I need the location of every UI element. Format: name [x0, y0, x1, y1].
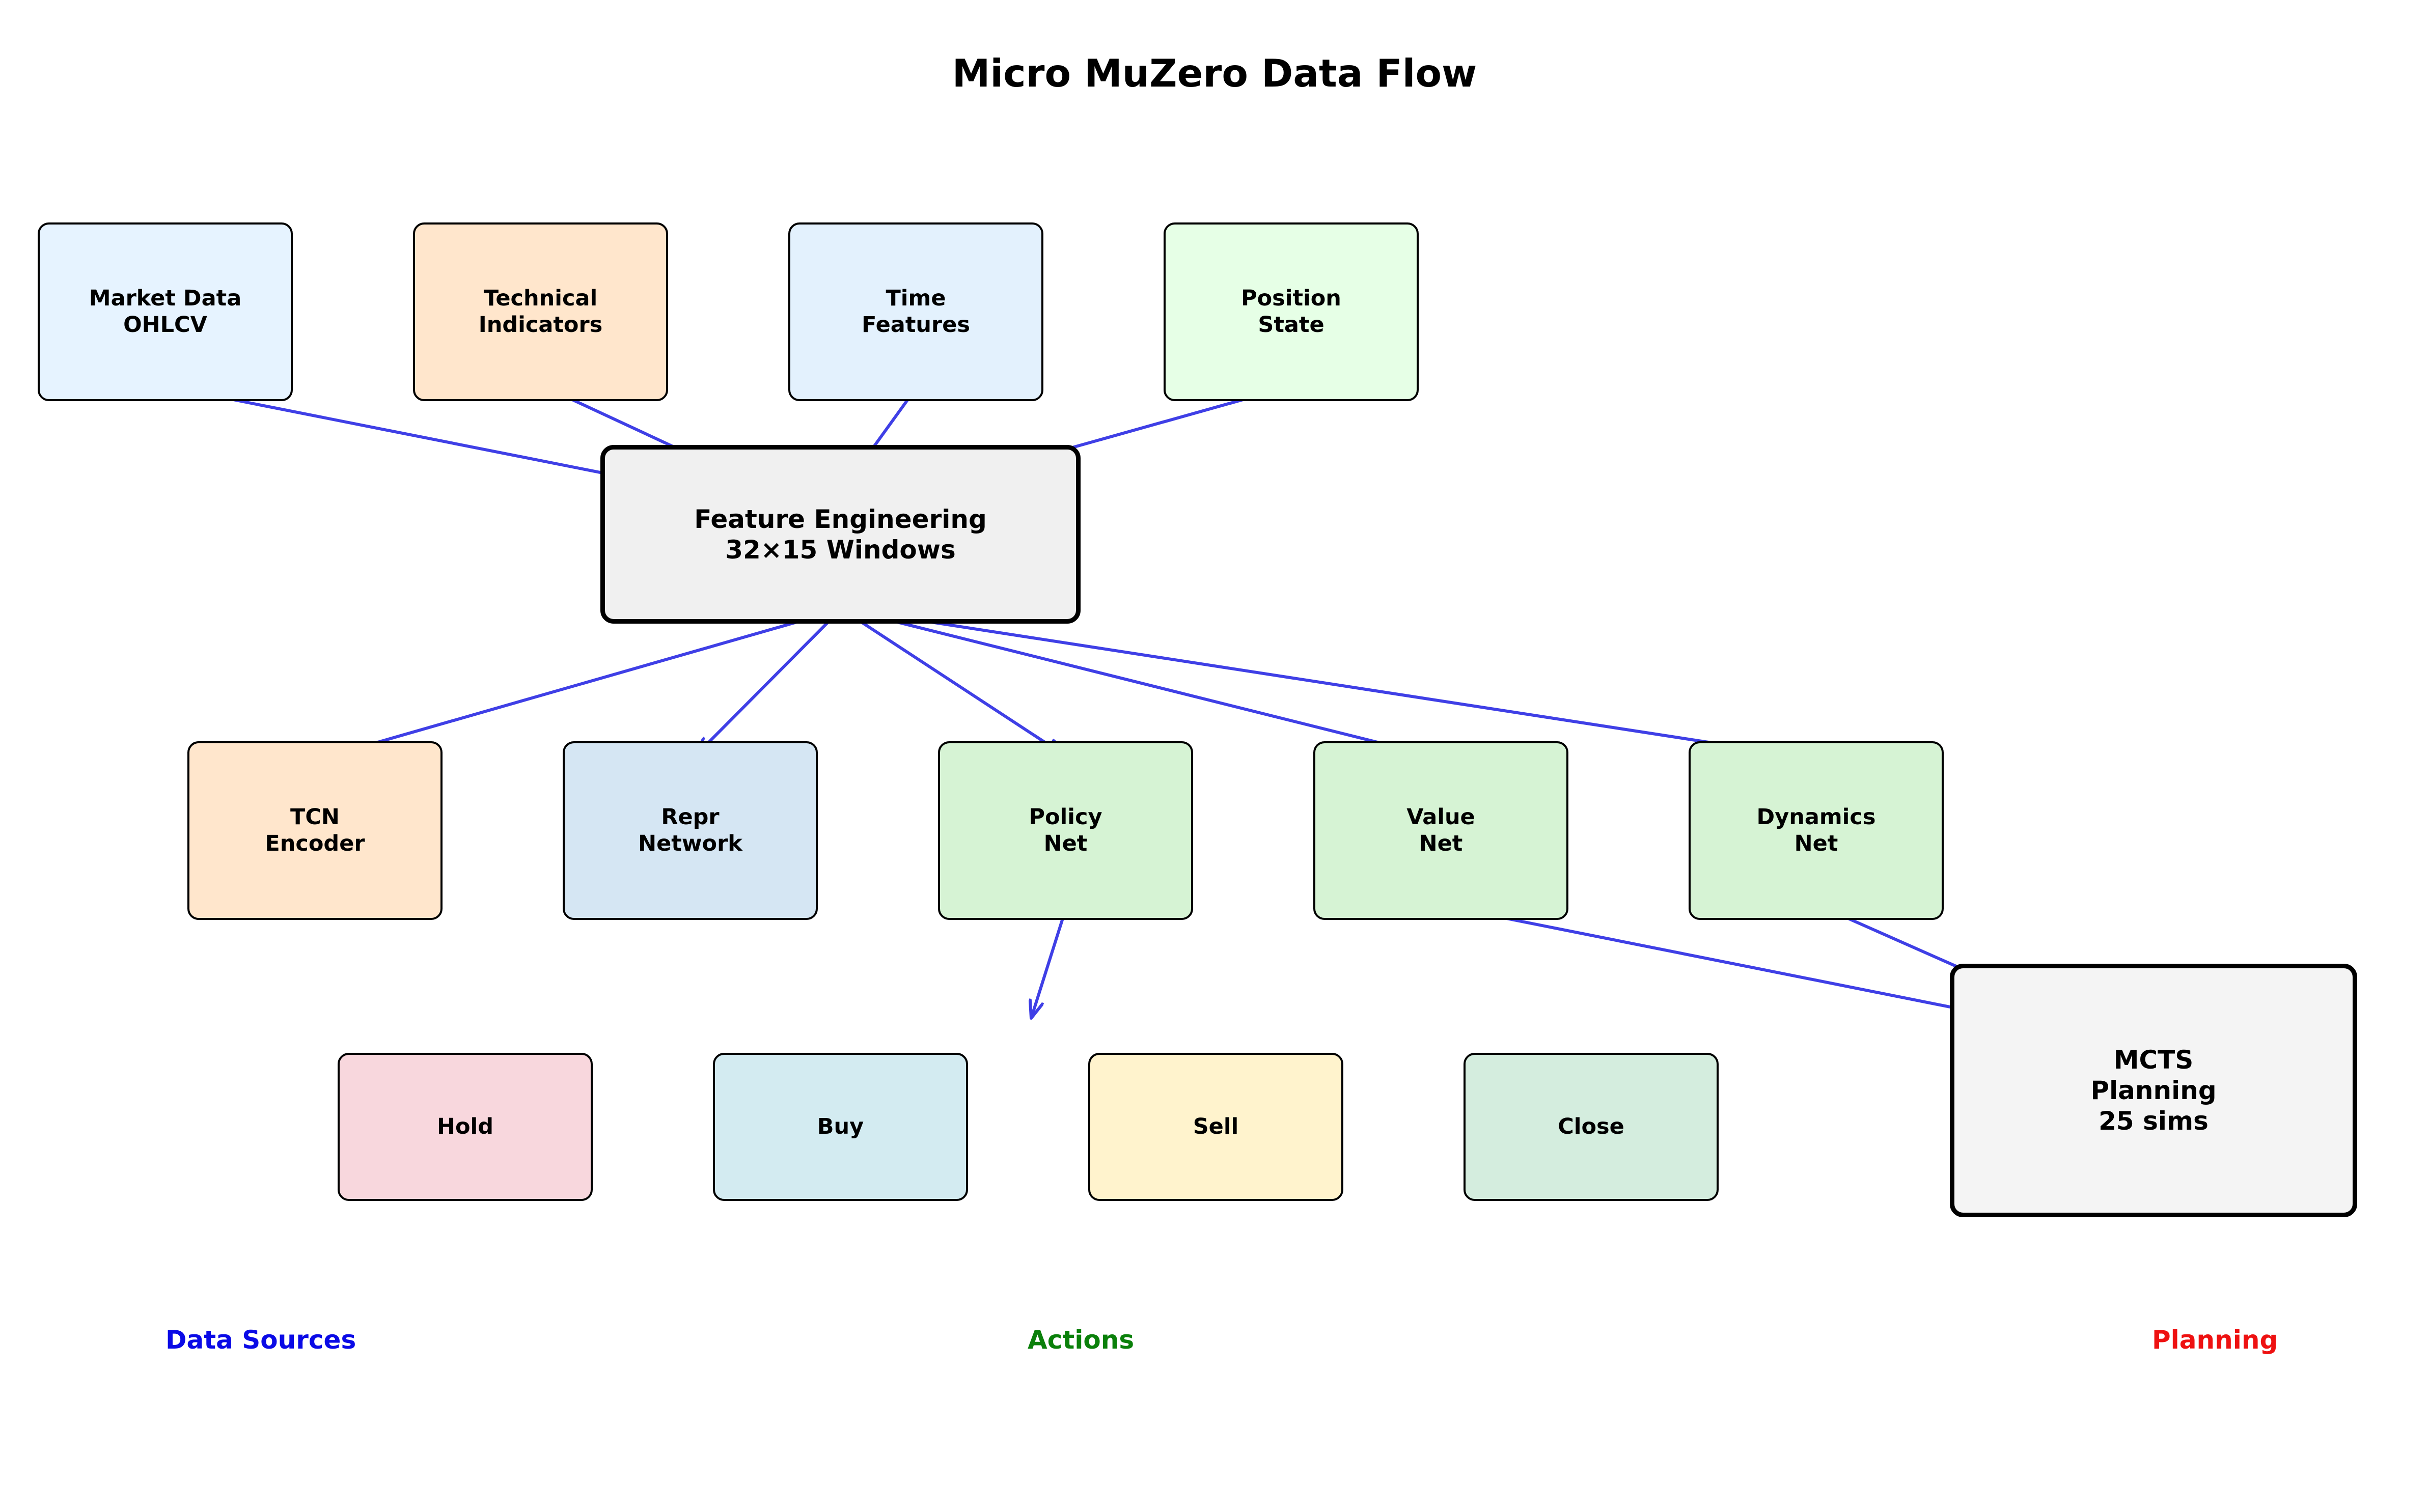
arrow-policy-net-to-actions: [1031, 908, 1067, 1018]
value-net-label: Value Net: [1406, 804, 1475, 856]
diagram-title: Micro MuZero Data Flow: [952, 51, 1477, 96]
mcts-planning-label: MCTS Planning 25 sims: [2090, 1045, 2217, 1136]
arrow-feature-engineering-to-policy-net: [842, 608, 1064, 755]
tcn-encoder-box: TCN Encoder: [187, 741, 443, 920]
feature-engineering-label: Feature Engineering 32×15 Windows: [694, 504, 987, 565]
close-action-label: Close: [1558, 1113, 1624, 1139]
dynamics-net-box: Dynamics Net: [1689, 741, 1944, 920]
position-state-label: Position State: [1241, 285, 1341, 338]
close-action-box: Close: [1464, 1053, 1719, 1201]
sell-action-box: Sell: [1088, 1053, 1343, 1201]
value-net-box: Value Net: [1313, 741, 1568, 920]
position-state-box: Position State: [1164, 222, 1419, 401]
arrow-feature-engineering-to-tcn-encoder: [321, 608, 840, 759]
mcts-planning-box: MCTS Planning 25 sims: [1950, 964, 2357, 1217]
policy-net-box: Policy Net: [938, 741, 1193, 920]
hold-action-label: Hold: [436, 1113, 494, 1139]
actions-caption: Actions: [1028, 1325, 1135, 1355]
arrow-feature-engineering-to-value-net: [844, 607, 1439, 758]
hold-action-box: Hold: [338, 1053, 593, 1201]
arrow-value-net-to-mcts-planning: [1445, 905, 2037, 1024]
technical-indicators-box: Technical Indicators: [413, 222, 668, 401]
sell-action-label: Sell: [1193, 1113, 1239, 1139]
time-features-box: Time Features: [788, 222, 1043, 401]
arrow-feature-engineering-to-repr-network: [696, 608, 842, 755]
buy-action-label: Buy: [817, 1113, 864, 1139]
data-sources-caption: Data Sources: [165, 1325, 356, 1355]
dynamics-net-label: Dynamics Net: [1756, 804, 1876, 856]
repr-network-label: Repr Network: [638, 804, 742, 856]
policy-net-label: Policy Net: [1029, 804, 1102, 856]
repr-network-box: Repr Network: [563, 741, 818, 920]
market-data-box: Market Data OHLCV: [38, 222, 293, 401]
feature-engineering-box: Feature Engineering 32×15 Windows: [600, 445, 1081, 624]
arrow-feature-engineering-to-dynamics-net: [845, 607, 1814, 759]
technical-indicators-label: Technical Indicators: [478, 285, 603, 338]
market-data-label: Market Data OHLCV: [89, 285, 242, 338]
time-features-label: Time Features: [862, 285, 970, 338]
buy-action-box: Buy: [713, 1053, 968, 1201]
planning-caption: Planning: [2152, 1325, 2278, 1355]
tcn-encoder-label: TCN Encoder: [265, 804, 365, 856]
